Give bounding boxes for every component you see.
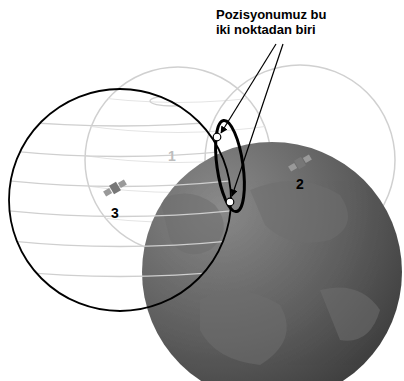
callout-text: Pozisyonumuz bu iki noktadan biri bbox=[216, 7, 338, 37]
intersection-circle bbox=[211, 119, 250, 214]
callout-number: 3 bbox=[111, 205, 119, 221]
satellite-icon bbox=[102, 178, 128, 199]
earth-globe bbox=[142, 142, 402, 381]
satellite-icon bbox=[287, 153, 313, 174]
callout-number: 1 bbox=[168, 148, 176, 164]
leader-line bbox=[232, 44, 283, 196]
position-dot bbox=[213, 133, 221, 141]
callout-number: 2 bbox=[296, 176, 304, 192]
position-dot bbox=[226, 198, 234, 206]
sphere-3 bbox=[0, 89, 240, 311]
